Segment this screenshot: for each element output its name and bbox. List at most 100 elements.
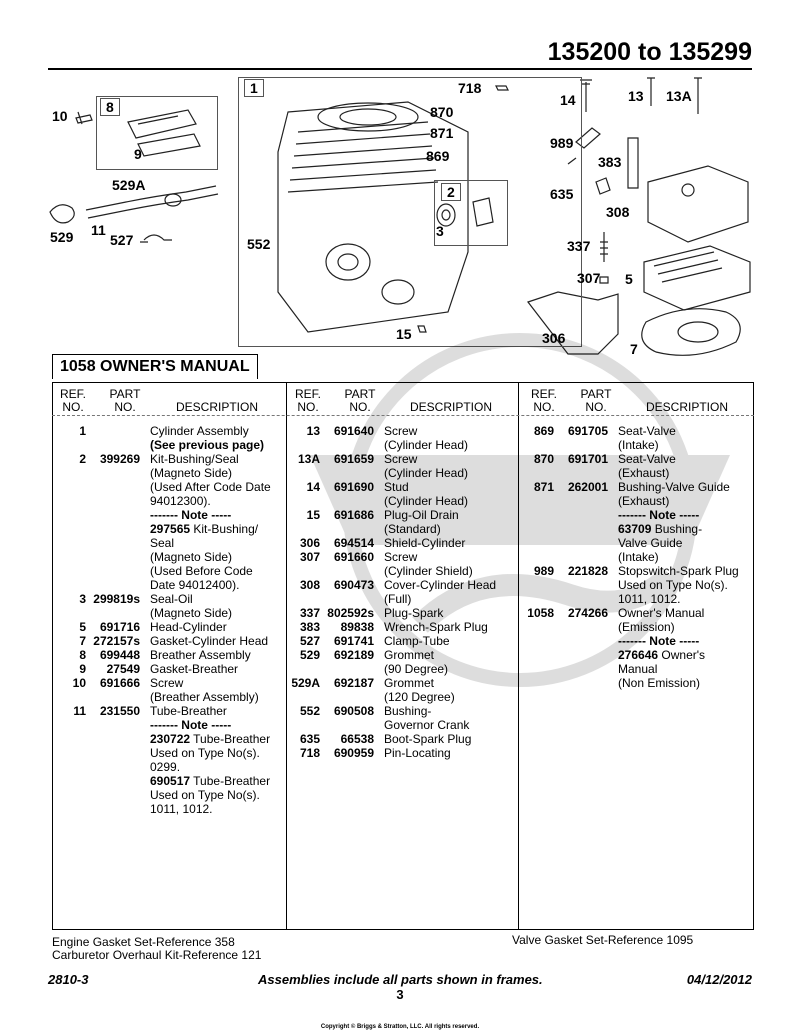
ref-number: 307 [299, 550, 320, 564]
ref-number [284, 690, 320, 704]
parts-illustration [49, 77, 751, 356]
table-row: (Emission) [518, 620, 739, 634]
copyright: Copyright © Briggs & Stratton, LLC. All … [320, 1024, 480, 1030]
table-row: Valve Guide [518, 536, 739, 550]
breather-icon [127, 109, 197, 139]
note-description: Kit-Bushing/ [193, 522, 259, 536]
part-number [554, 578, 608, 592]
note-part-number: 276646 [618, 648, 659, 662]
part-number: 691660 [333, 550, 374, 564]
description: (See previous page) [150, 438, 265, 452]
table-row: (Cylinder Head) [284, 438, 496, 452]
table-row: (Magneto Side) [50, 466, 271, 480]
ref-number: 8 [79, 648, 86, 662]
table-row: (120 Degree) [284, 690, 496, 704]
ref-number [50, 536, 86, 550]
description: ------- Note ----- [150, 718, 232, 732]
description: Bushing-Valve Guide [618, 480, 730, 494]
callout-13a: 13A [666, 88, 692, 104]
part-number: 691741 [333, 634, 374, 648]
table-row: (See previous page) [50, 438, 271, 452]
description: 276646 Owner's [618, 648, 705, 662]
ref-number [50, 494, 86, 508]
ref-number [50, 564, 86, 578]
ref-number [284, 494, 320, 508]
table-row: ------- Note ----- [518, 634, 739, 648]
frame-breather [96, 96, 218, 170]
breather-gasket-icon [137, 133, 201, 157]
screw-13a-icon [694, 77, 702, 114]
part-number [86, 606, 140, 620]
engine-gasket-note: Engine Gasket Set-Reference 358 [52, 935, 235, 949]
description: (Cylinder Head) [384, 438, 469, 452]
footer-doc-code: 2810-3 [48, 972, 89, 987]
description: (Standard) [384, 522, 441, 536]
section-title: 1058 OWNER'S MANUAL [52, 354, 258, 379]
ref-number: 306 [299, 536, 320, 550]
part-number: 691640 [333, 424, 374, 438]
description: Clamp-Tube [384, 634, 450, 648]
description: Seal [150, 536, 175, 550]
ref-number [50, 732, 86, 746]
part-number: 691686 [333, 508, 374, 522]
ref-number [518, 508, 554, 522]
ref-number: 5 [79, 620, 86, 634]
description: (Intake) [618, 550, 659, 564]
ref-number: 2 [79, 452, 86, 466]
part-number [86, 802, 140, 816]
part-number [86, 438, 140, 452]
ref-number [518, 592, 554, 606]
callout-3: 3 [436, 223, 444, 239]
description: 1011, 1012. [150, 802, 213, 816]
grommet-529-icon [49, 204, 75, 224]
description: (Full) [384, 592, 412, 606]
ref-number [518, 662, 554, 676]
header-description: DESCRIPTION [175, 400, 258, 414]
part-number: 274266 [567, 606, 608, 620]
callout-552: 552 [247, 236, 271, 252]
part-number [86, 690, 140, 704]
note-part-number: 63709 [618, 522, 652, 536]
description: Grommet [384, 648, 435, 662]
ref-number: 529 [299, 648, 320, 662]
description: 94012300). [150, 494, 211, 508]
table-row: 1011, 1012. [518, 592, 739, 606]
table-row: 1011, 1012. [50, 802, 271, 816]
table-row: (Used After Code Date [50, 480, 271, 494]
part-number: 690473 [333, 578, 374, 592]
page-number: 3 [396, 987, 404, 1002]
callout-8: 8 [100, 98, 120, 116]
ref-number [518, 466, 554, 480]
drain-plug-icon [417, 325, 427, 333]
description: (Exhaust) [618, 494, 670, 508]
part-number [86, 550, 140, 564]
screw-13-icon [647, 77, 655, 106]
callout-7: 7 [630, 341, 638, 357]
part-number: 272157s [93, 634, 140, 648]
table-row: 297565 Kit-Bushing/ [50, 522, 271, 536]
header-part: PART NO. [109, 387, 141, 414]
description: ------- Note ----- [150, 508, 232, 522]
description: Date 94012400). [150, 578, 240, 592]
description: Seat-Valve [618, 424, 676, 438]
part-number: 802592s [327, 606, 374, 620]
description: Shield-Cylinder [384, 536, 466, 550]
part-number [86, 774, 140, 788]
shield-icon [527, 291, 619, 355]
ref-number [50, 718, 86, 732]
ref-number [50, 690, 86, 704]
callout-9: 9 [134, 146, 142, 162]
footer-date: 04/12/2012 [686, 972, 752, 987]
column-divider [286, 382, 287, 930]
header-part: PART NO. [344, 387, 376, 414]
ref-number [518, 536, 554, 550]
description: Gasket-Breather [150, 662, 239, 676]
part-number [320, 592, 374, 606]
description: (Non Emission) [618, 676, 701, 690]
